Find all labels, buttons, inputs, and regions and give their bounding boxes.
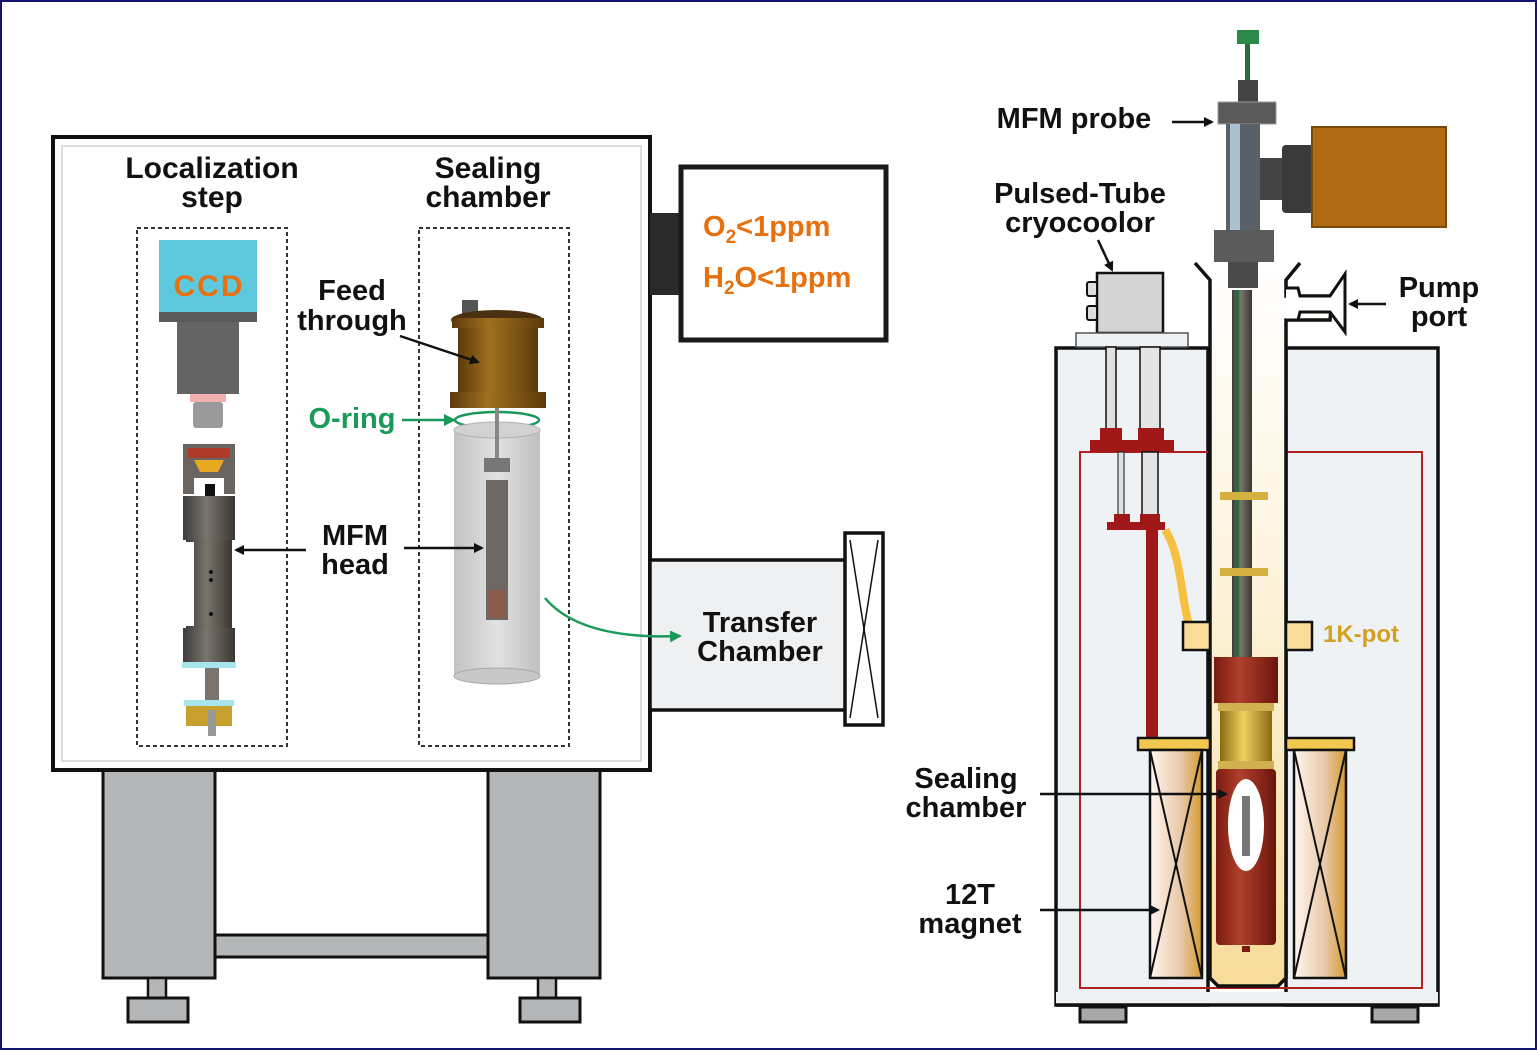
probe-top-flange	[1217, 101, 1277, 125]
ccd-camera	[159, 240, 257, 428]
sealing-dashed-box	[418, 227, 570, 747]
label-transfer-chamber-line2: Chamber	[697, 636, 823, 668]
label-pump-port-line2: port	[1411, 301, 1468, 333]
one-k-pot-right	[1284, 620, 1314, 652]
h2o-level-text: H2O<1ppm	[703, 262, 851, 299]
title-sealing-chamber-line1: Sealing	[435, 152, 542, 185]
magnet-coil-right	[1292, 748, 1348, 980]
cold-plate-1	[1090, 440, 1174, 452]
mfm-head-localization	[182, 444, 236, 736]
localization-dashed-box	[136, 227, 288, 747]
transfer-chamber	[648, 558, 848, 712]
title-sealing-chamber-line2: chamber	[425, 181, 550, 214]
glovebox: Localization step Sealing chamber CCD Fe…	[51, 135, 889, 1024]
cryostat: MFM probe Pulsed-Tube cryocoolor Pump po…	[906, 30, 1480, 1024]
pulsed-tube-cryocooler	[1095, 271, 1165, 335]
label-1k-pot: 1K-pot	[1323, 621, 1399, 648]
label-pulsed-tube-line1: Pulsed-Tube	[994, 178, 1166, 210]
ccd-label: CCD	[174, 270, 245, 303]
cryostat-foot-left	[1078, 1005, 1128, 1024]
label-feed-through-line2: through	[297, 305, 407, 337]
label-pulsed-tube-line2: cryocoolor	[1005, 207, 1155, 239]
cryostat-foot-right	[1370, 1005, 1420, 1024]
monitor-mount	[650, 213, 682, 295]
probe-rod	[1232, 290, 1252, 660]
stand-foot-stem-left	[146, 976, 168, 1000]
electronics-box	[1311, 126, 1447, 228]
label-magnet-line1: 12T	[945, 879, 995, 911]
arrow-pulsed-tube	[1096, 239, 1114, 272]
label-magnet-line2: magnet	[918, 908, 1021, 940]
label-sealing-chamber-cryo-line2: chamber	[906, 792, 1027, 824]
stand-foot-stem-right	[536, 976, 558, 1000]
cold-plate-2	[1107, 522, 1165, 530]
label-o-ring: O-ring	[309, 403, 396, 435]
label-mfm-probe: MFM probe	[997, 103, 1152, 135]
label-sealing-chamber-cryo-line1: Sealing	[914, 763, 1017, 795]
stand-foot-right	[518, 996, 582, 1024]
label-transfer-chamber-line1: Transfer	[703, 607, 817, 639]
label-mfm-head-line2: head	[321, 549, 389, 581]
stand-crossbar	[213, 933, 490, 959]
pump-port	[1286, 269, 1347, 337]
label-pump-port-line1: Pump	[1399, 272, 1480, 304]
arrow-transfer-green	[544, 597, 682, 643]
label-feed-through-line1: Feed	[318, 275, 386, 307]
glovebox-body	[51, 135, 652, 772]
one-k-pot-left	[1181, 620, 1212, 652]
magnet-coil-left	[1148, 748, 1204, 980]
o2-level-text: O2<1ppm	[703, 211, 830, 248]
cryostat-sealing-chamber	[1214, 657, 1278, 952]
arrow-feed-through	[399, 334, 480, 365]
title-localization-step-line2: step	[181, 181, 243, 214]
stand-leg-right	[486, 768, 602, 980]
gas-monitor	[678, 164, 889, 343]
stand-leg-left	[101, 768, 217, 980]
label-mfm-head-line1: MFM	[322, 520, 388, 552]
stand-foot-left	[126, 996, 190, 1024]
title-localization-step-line1: Localization	[125, 152, 298, 185]
